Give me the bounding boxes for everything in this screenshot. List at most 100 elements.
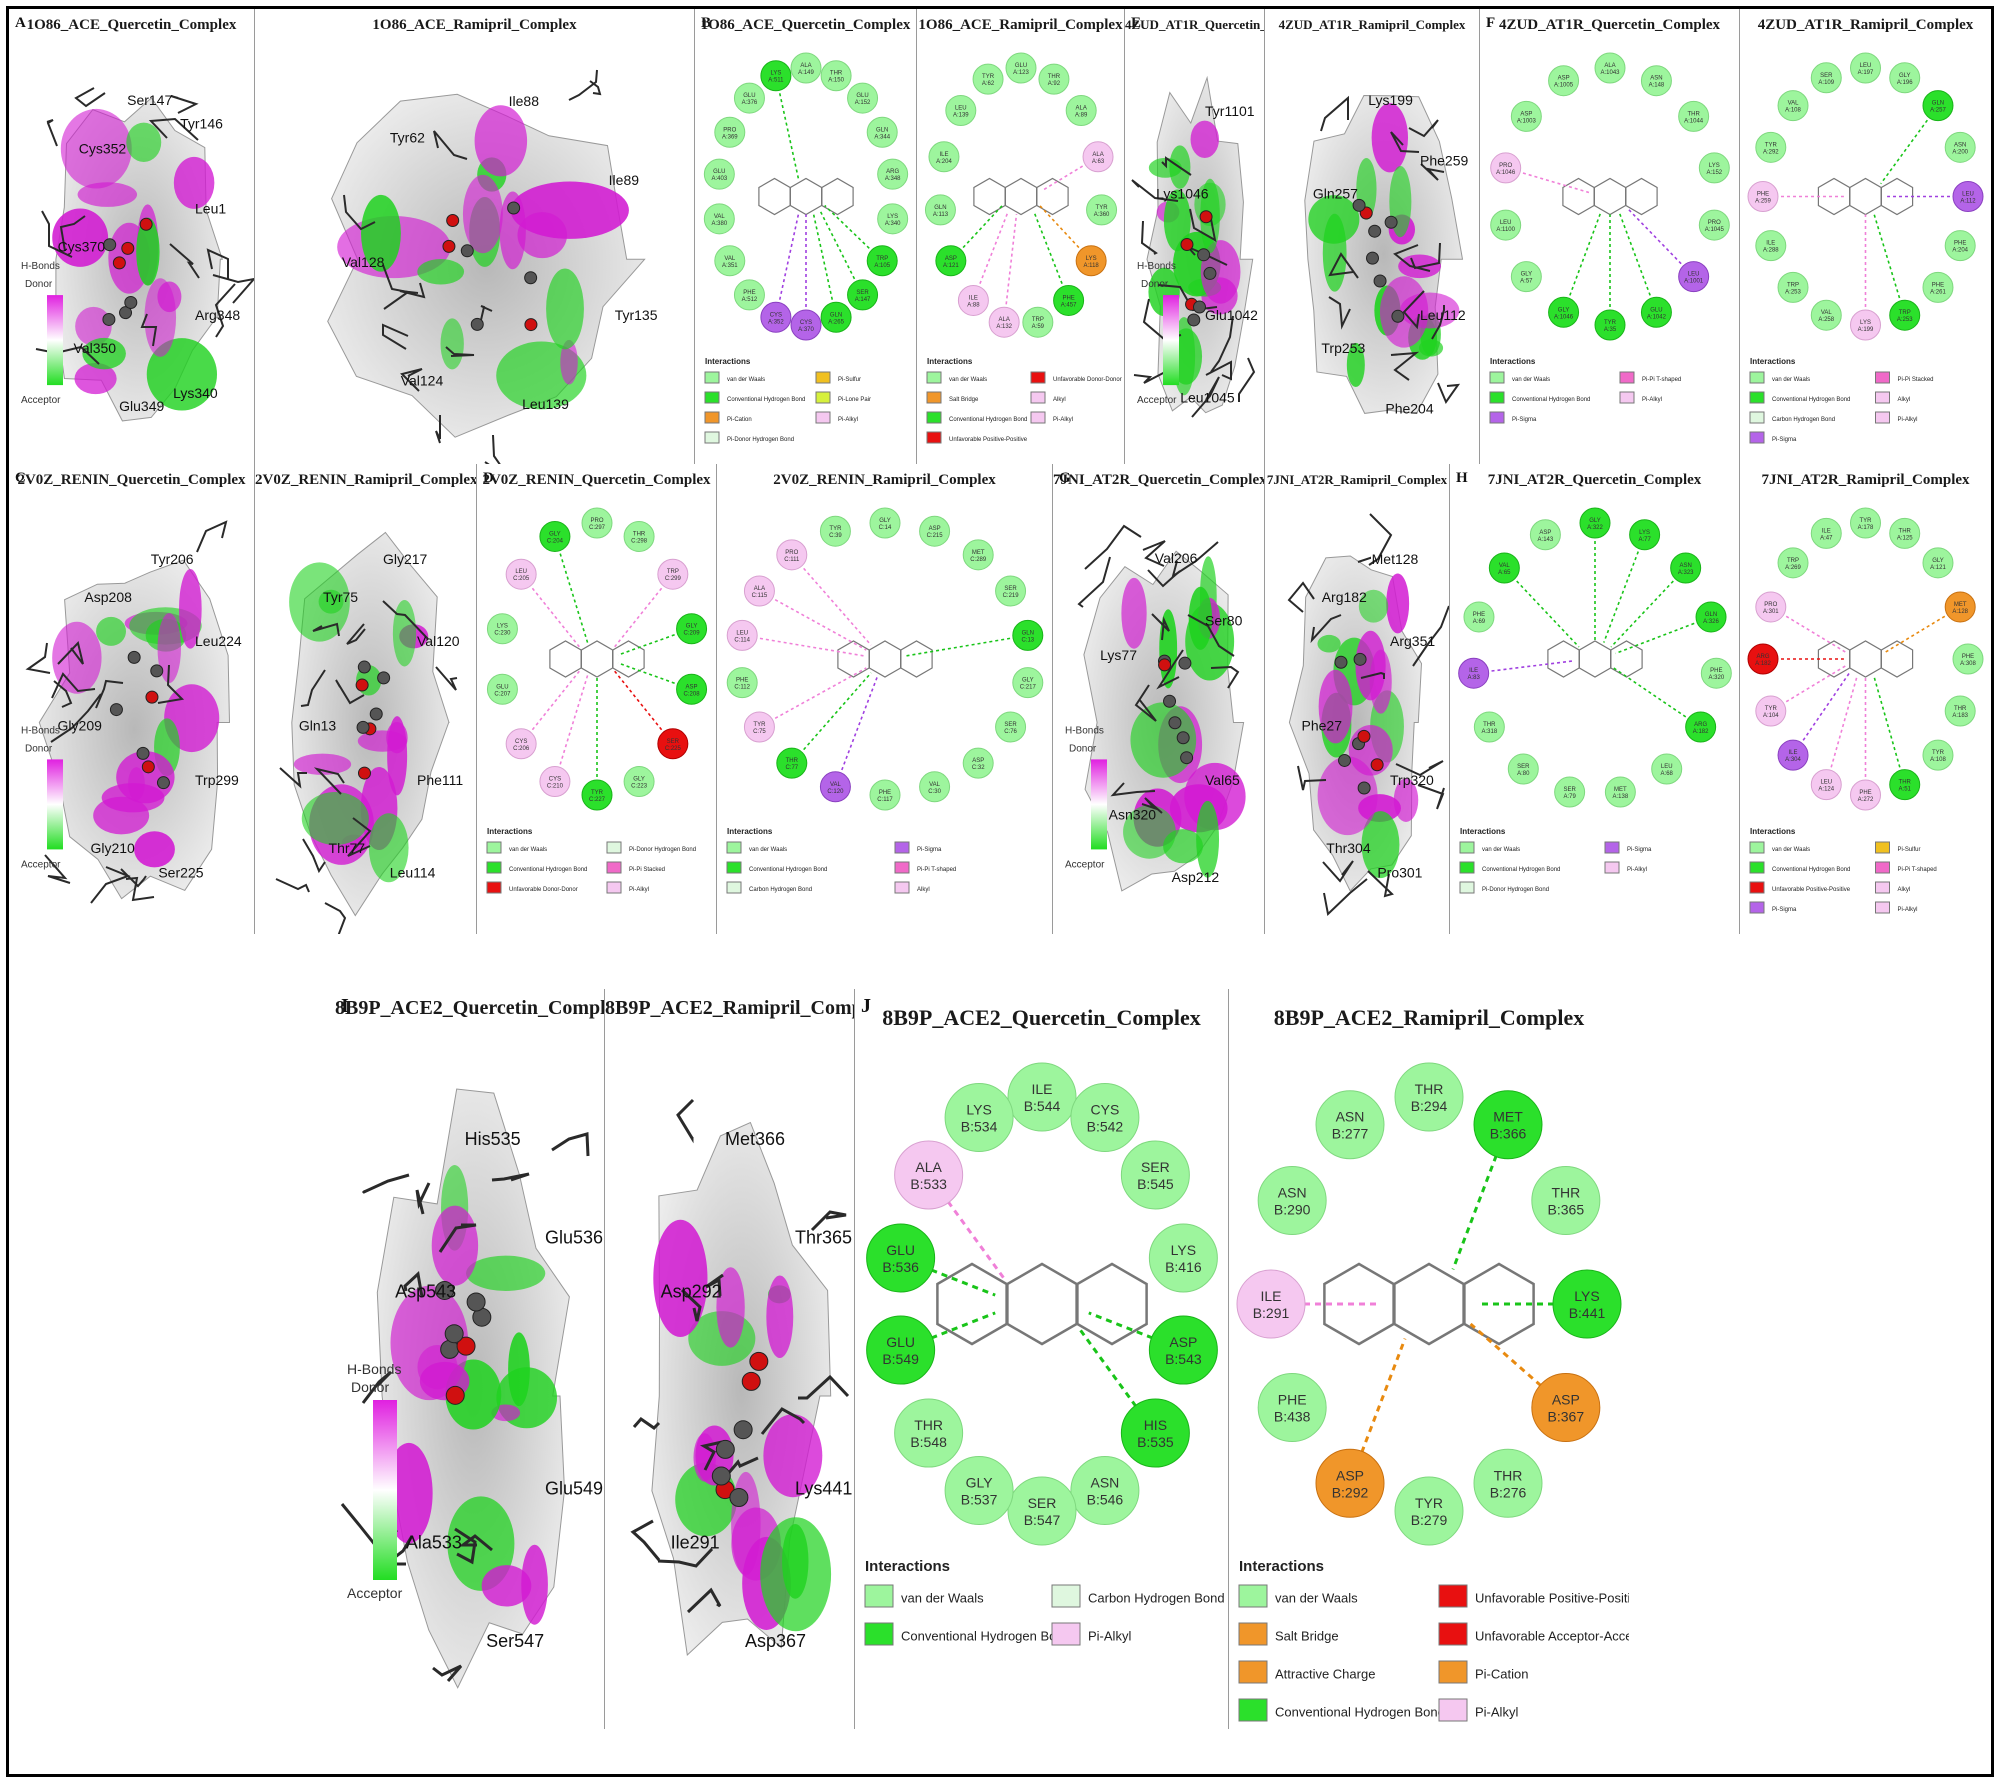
residue-bubble xyxy=(1678,261,1710,293)
panel-label: D xyxy=(483,470,494,486)
interaction-line xyxy=(791,554,872,646)
residue-number: A:204 xyxy=(1952,248,1968,254)
residue-stick xyxy=(415,1182,431,1215)
residue-number: A:57 xyxy=(1520,279,1533,285)
legend-swatch xyxy=(1238,1660,1268,1684)
residue-number: A:150 xyxy=(828,78,844,84)
ligand-atom xyxy=(377,671,391,685)
legend-swatch xyxy=(815,391,831,404)
residue-name: ASN xyxy=(1336,1109,1365,1125)
residue-bubble xyxy=(1594,309,1626,341)
residue-name: TRP xyxy=(876,256,888,262)
surface-patch xyxy=(157,613,181,683)
legend-label: Alkyl xyxy=(1898,887,1911,893)
residue-name: GLU xyxy=(743,93,755,99)
interaction-line xyxy=(554,674,589,782)
residue-number: A:63 xyxy=(1092,159,1105,165)
residue-label: Tyr135 xyxy=(615,307,658,323)
residue-number: A:197 xyxy=(1858,70,1874,76)
ligand-atom xyxy=(103,238,117,252)
residue-label: Lys441 xyxy=(795,1479,852,1499)
ligand-ring xyxy=(1036,177,1069,216)
residue-name: THR xyxy=(1048,74,1061,80)
residue-number: C:120 xyxy=(827,789,844,795)
residue-name: ILE xyxy=(1766,241,1775,247)
ligand-atom xyxy=(749,1351,769,1371)
residue-name: ILE xyxy=(1822,528,1831,534)
legend-swatch xyxy=(1030,371,1046,384)
residue-stick xyxy=(51,672,96,699)
residue-bubble xyxy=(1670,552,1702,584)
residue-name: VAL xyxy=(1499,563,1511,569)
interaction-line xyxy=(554,536,589,644)
surface-patch xyxy=(521,1544,548,1625)
residue-stick xyxy=(1322,860,1354,883)
residue-number: A:301 xyxy=(1763,609,1779,615)
residue-number: A:326 xyxy=(1703,619,1719,625)
residue-stick xyxy=(275,878,310,893)
hbond-gradient-bar xyxy=(1091,759,1107,850)
residue-label: Lys77 xyxy=(1100,647,1137,663)
residue-name: LEU xyxy=(1688,272,1700,278)
residue-stick xyxy=(382,600,429,640)
residue-stick xyxy=(1410,242,1441,270)
residue-name: PRO xyxy=(723,127,736,133)
residue-number: B:542 xyxy=(1087,1118,1124,1134)
residue-stick xyxy=(1408,119,1439,138)
legend-swatch xyxy=(926,411,942,424)
residue-bubble xyxy=(1629,519,1661,551)
residue-label: Tyr146 xyxy=(180,116,223,132)
legend-swatch xyxy=(815,411,831,424)
surface-patch xyxy=(1418,339,1444,357)
residue-name: ASP xyxy=(686,684,698,690)
residue-stick xyxy=(1161,156,1192,176)
ligand-ring xyxy=(1393,1262,1465,1346)
residue-bubble xyxy=(790,52,822,84)
hbond-gradient-bar xyxy=(373,1400,397,1580)
residue-name: ALA xyxy=(1076,106,1087,112)
residue-number: C:298 xyxy=(631,538,648,544)
surface-patch xyxy=(74,362,117,395)
legend-swatch xyxy=(894,881,910,894)
residue-bubble xyxy=(1850,779,1881,811)
residue-number: A:292 xyxy=(1763,149,1779,155)
residue-label: Gln13 xyxy=(299,717,337,733)
legend-title: Interactions xyxy=(1750,827,1796,836)
residue-bubble xyxy=(1315,1448,1385,1518)
residue-stick xyxy=(403,1271,424,1298)
ligand-ring xyxy=(580,640,614,678)
legend-label: Pi-Sigma xyxy=(1772,437,1797,443)
residue-name: TYR xyxy=(753,722,766,728)
residue-label: Glu536 xyxy=(545,1227,603,1247)
residue-bubble xyxy=(866,245,898,277)
residue-bubble xyxy=(866,1223,936,1293)
residue-stick xyxy=(1320,95,1349,132)
residue-name: LEU xyxy=(1500,220,1512,226)
residue-stick xyxy=(324,902,347,934)
residue-bubble xyxy=(1120,1140,1190,1210)
residue-bubble xyxy=(1394,1476,1464,1546)
residue-bubble xyxy=(1315,1090,1385,1160)
ligand-atom xyxy=(1353,652,1367,666)
hbond-gradient-bar xyxy=(47,759,63,850)
residue-stick xyxy=(676,1098,695,1144)
residue-bubble xyxy=(714,116,746,148)
residue-name: PRO xyxy=(1764,602,1777,608)
residue-number: A:348 xyxy=(885,176,901,182)
ligand-atom xyxy=(456,1336,476,1356)
residue-name: ALA xyxy=(1604,63,1615,69)
residue-stick xyxy=(1205,360,1232,381)
residue-name: GLY xyxy=(1932,558,1944,564)
ligand-atom xyxy=(124,296,138,310)
interaction-line xyxy=(759,667,867,728)
residue-number: A:1043 xyxy=(1600,70,1620,76)
residue-name: CYS xyxy=(800,320,812,326)
residue-stick xyxy=(798,1374,850,1400)
